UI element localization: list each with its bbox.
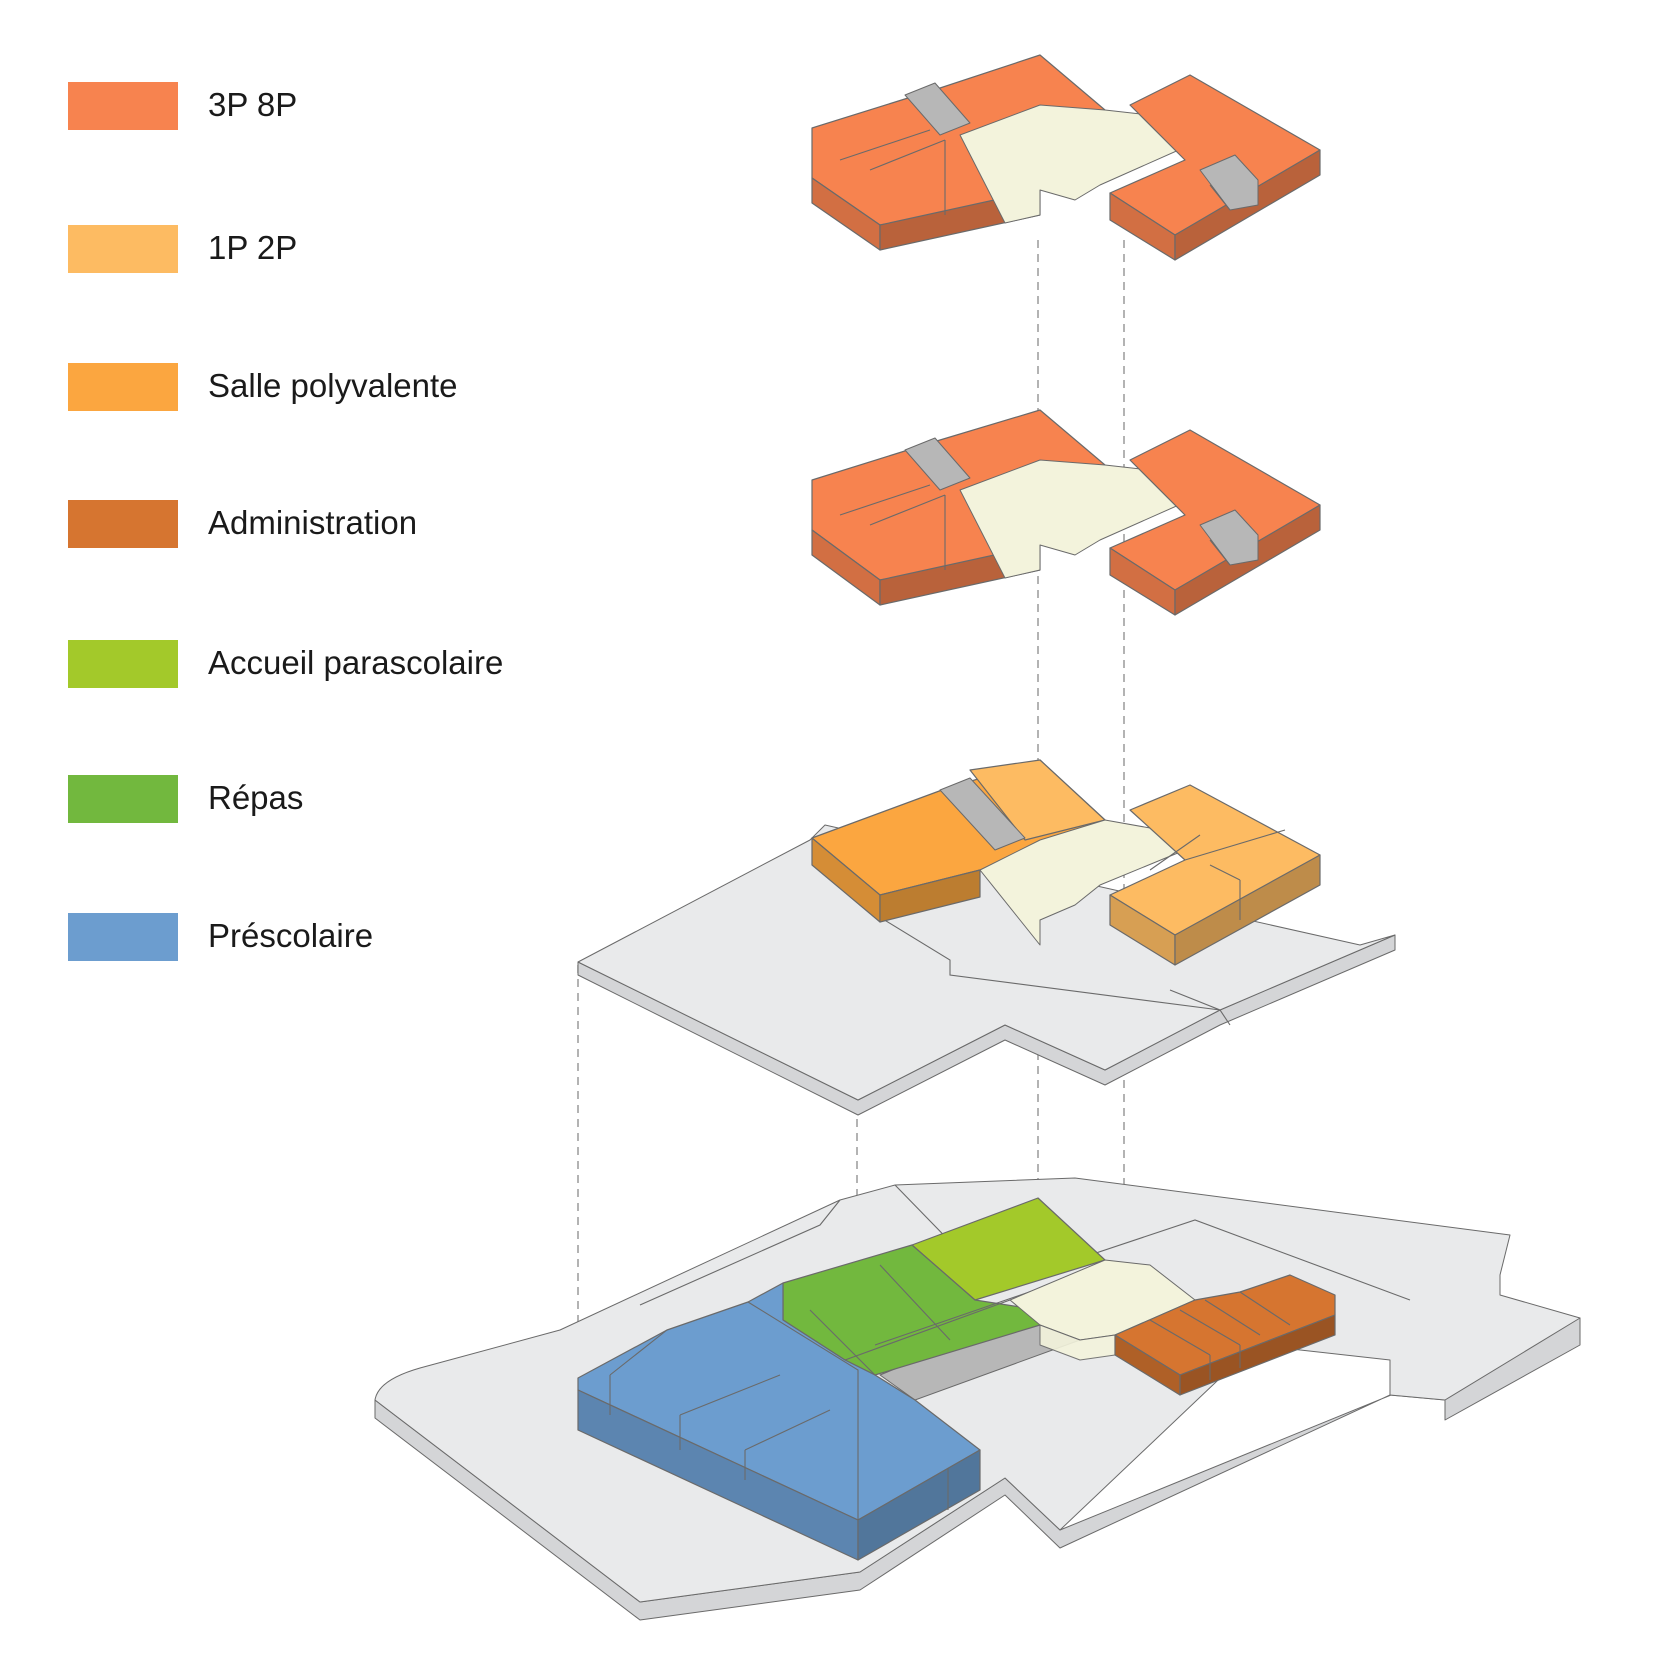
legend-label-salle-polyvalente: Salle polyvalente [208, 367, 458, 404]
legend-item-3p-8p: 3P 8P [68, 82, 668, 132]
legend-swatch-1p-2p [68, 225, 178, 273]
legend-label-prescolaire: Préscolaire [208, 917, 374, 954]
prescolaire-front-right [857, 1449, 981, 1561]
legend-swatch-administration [68, 500, 178, 548]
legend-label-3p-8p: 3P 8P [208, 86, 298, 123]
legend-item-administration: Administration [68, 500, 668, 550]
legend-swatch-3p-8p [68, 82, 178, 130]
service-strip-first [939, 777, 1026, 851]
third-floor [811, 54, 1321, 261]
first-floor [577, 759, 1396, 1116]
circulation-third [959, 104, 1191, 224]
1p-2p-block-right-side [1174, 854, 1321, 966]
circulation-second [959, 459, 1191, 579]
legend-item-prescolaire: Préscolaire [68, 913, 668, 963]
legend-swatch-salle-polyvalente [68, 363, 178, 411]
legend-item-1p-2p: 1P 2P [68, 225, 668, 275]
prescolaire-lines [609, 1301, 949, 1520]
administration-lines [1149, 1291, 1291, 1380]
legend-label-accueil-parascolaire: Accueil parascolaire [208, 644, 504, 681]
1p-2p-lines [1149, 829, 1286, 920]
first-floor-slab-top [577, 824, 1396, 1101]
service-strip-third [904, 82, 971, 136]
legend-label-1p-2p: 1P 2P [208, 229, 298, 266]
salle-polyvalente-front2 [879, 869, 981, 923]
legend-item-salle-polyvalente: Salle polyvalente [68, 363, 668, 413]
legend-item-accueil-parascolaire: Accueil parascolaire [68, 640, 668, 690]
second-floor [811, 409, 1321, 616]
legend-swatch-repas [68, 775, 178, 823]
second-floor-lines [839, 484, 1231, 570]
first-floor-slab-edges [859, 904, 1231, 1026]
circulation-first [979, 819, 1186, 946]
ground-floor [374, 1177, 1581, 1621]
service-strip-second [904, 437, 971, 491]
legend-item-repas: Répas [68, 775, 668, 825]
legend-swatch-prescolaire [68, 913, 178, 961]
legend-label-repas: Répas [208, 779, 304, 816]
repas-lines [844, 1264, 1036, 1361]
administration-front [1179, 1314, 1336, 1396]
third-floor-lines [839, 129, 1231, 215]
legend-label-administration: Administration [208, 504, 418, 541]
legend-swatch-accueil-parascolaire [68, 640, 178, 688]
